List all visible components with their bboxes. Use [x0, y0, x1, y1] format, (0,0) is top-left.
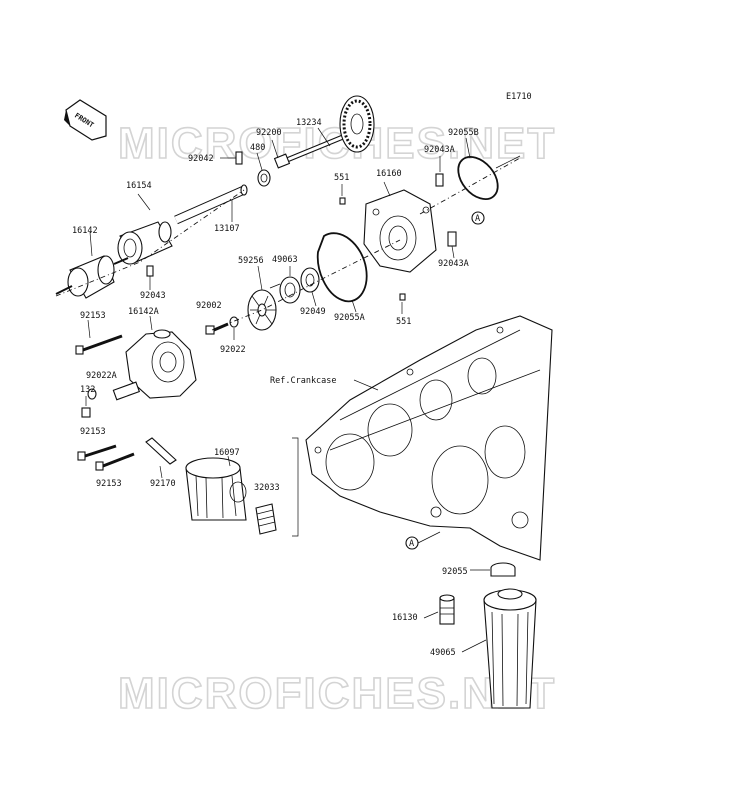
label-13234: 13234	[296, 118, 322, 128]
label-551-low: 551	[396, 317, 411, 327]
label-92043: 92043	[140, 291, 166, 301]
watermark-top: MICROFICHES.NET	[118, 119, 556, 168]
label-49063: 49063	[272, 255, 298, 265]
label-92043A-low: 92043A	[438, 259, 469, 269]
label-92049: 92049	[300, 307, 326, 317]
impeller-59256	[247, 289, 277, 331]
label-551-top: 551	[334, 173, 349, 183]
bolt-132	[81, 407, 91, 418]
bolt-92153-c	[95, 452, 135, 471]
plug-92055	[490, 562, 516, 577]
pump-body-16142A	[112, 329, 197, 401]
diagram-code: E1710	[506, 92, 532, 102]
label-92022: 92022	[220, 345, 246, 355]
label-16154: 16154	[126, 181, 152, 191]
bolt-92153-b	[77, 444, 117, 461]
label-16130: 16130	[392, 613, 418, 623]
label-16160: 16160	[376, 169, 402, 179]
label-16142: 16142	[72, 226, 98, 236]
label-92055: 92055	[442, 567, 468, 577]
oil-filter-16097	[185, 457, 247, 521]
label-92042: 92042	[188, 154, 214, 164]
pipe-32033	[255, 503, 277, 535]
svg-text:A: A	[409, 539, 414, 549]
label-16097: 16097	[214, 448, 240, 458]
label-59256: 59256	[238, 256, 264, 266]
label-92055A: 92055A	[334, 313, 365, 323]
watermark-bottom: MICROFICHES.NET	[118, 669, 556, 718]
label-92022A: 92022A	[86, 371, 117, 381]
label-132: 132	[80, 385, 95, 395]
crankcase-outline	[305, 315, 553, 561]
ref-marker-a-top	[471, 211, 485, 225]
label-92002: 92002	[196, 301, 222, 311]
label-16142A: 16142A	[128, 307, 159, 317]
label-92170: 92170	[150, 479, 176, 489]
label-92200: 92200	[256, 128, 282, 138]
pump-shaft-13107	[174, 184, 248, 225]
front-arrow-icon: FRONT	[64, 99, 107, 141]
label-92153-c: 92153	[96, 479, 122, 489]
pump-cover-16160	[363, 189, 437, 273]
label-92153-b: 92153	[80, 427, 106, 437]
clamp-92170	[145, 437, 177, 465]
ref-crankcase-label: Ref.Crankcase	[270, 376, 337, 386]
label-32033: 32033	[254, 483, 280, 493]
svg-text:A: A	[475, 214, 480, 224]
leader-13234	[317, 127, 331, 147]
seal-49063	[269, 276, 301, 304]
label-92055B: 92055B	[448, 128, 479, 138]
label-92043A-top: 92043A	[424, 145, 455, 155]
label-480: 480	[250, 143, 265, 153]
label-49065: 49065	[430, 648, 456, 658]
impeller-16154	[117, 221, 173, 265]
bolt-92153-a	[75, 334, 123, 355]
valve-16130	[439, 594, 455, 625]
pump-gear-shaft	[273, 95, 375, 169]
bolt-92002	[205, 322, 229, 335]
strainer-49065	[483, 588, 537, 709]
label-13107: 13107	[214, 224, 240, 234]
label-92153-a: 92153	[80, 311, 106, 321]
pump-rotor-16142	[55, 255, 129, 299]
